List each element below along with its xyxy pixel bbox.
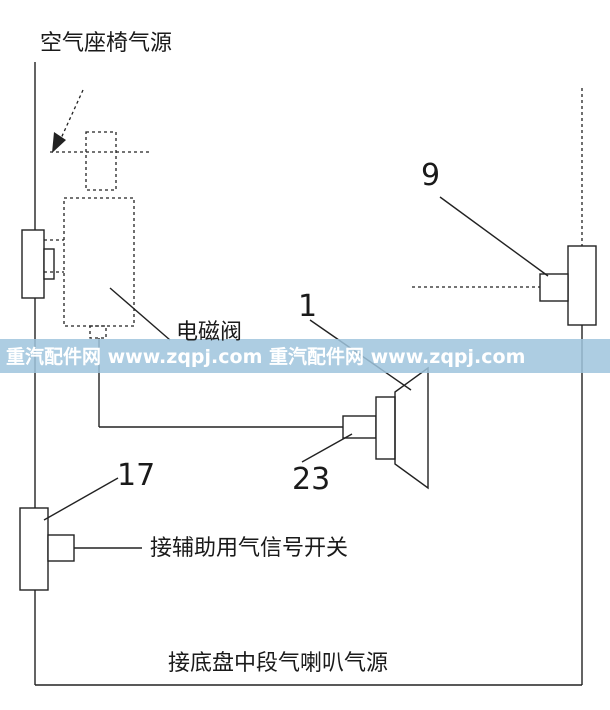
watermark-band: 重汽配件网 www.zqpj.com 重汽配件网 www.zqpj.com [0,339,610,373]
valve-arrow [52,89,84,153]
callout-9: 9 [421,158,440,193]
air-horn [342,366,429,490]
solenoid-valve [44,131,152,339]
label-seat-air-source: 空气座椅气源 [40,31,172,56]
main-air-pipe [34,62,583,686]
tee-fitting-17 [19,507,142,591]
tee-fitting-9 [412,88,597,326]
inline-coupling [21,229,55,299]
watermark-text: 重汽配件网 www.zqpj.com 重汽配件网 www.zqpj.com [6,345,525,368]
callout-1: 1 [298,289,317,324]
label-solenoid-valve: 电磁阀 [176,320,242,345]
label-chassis-horn-source: 接底盘中段气喇叭气源 [168,651,388,676]
label-auxiliary-switch: 接辅助用气信号开关 [150,536,348,561]
callout-17: 17 [117,458,155,493]
callout-23: 23 [292,462,330,497]
